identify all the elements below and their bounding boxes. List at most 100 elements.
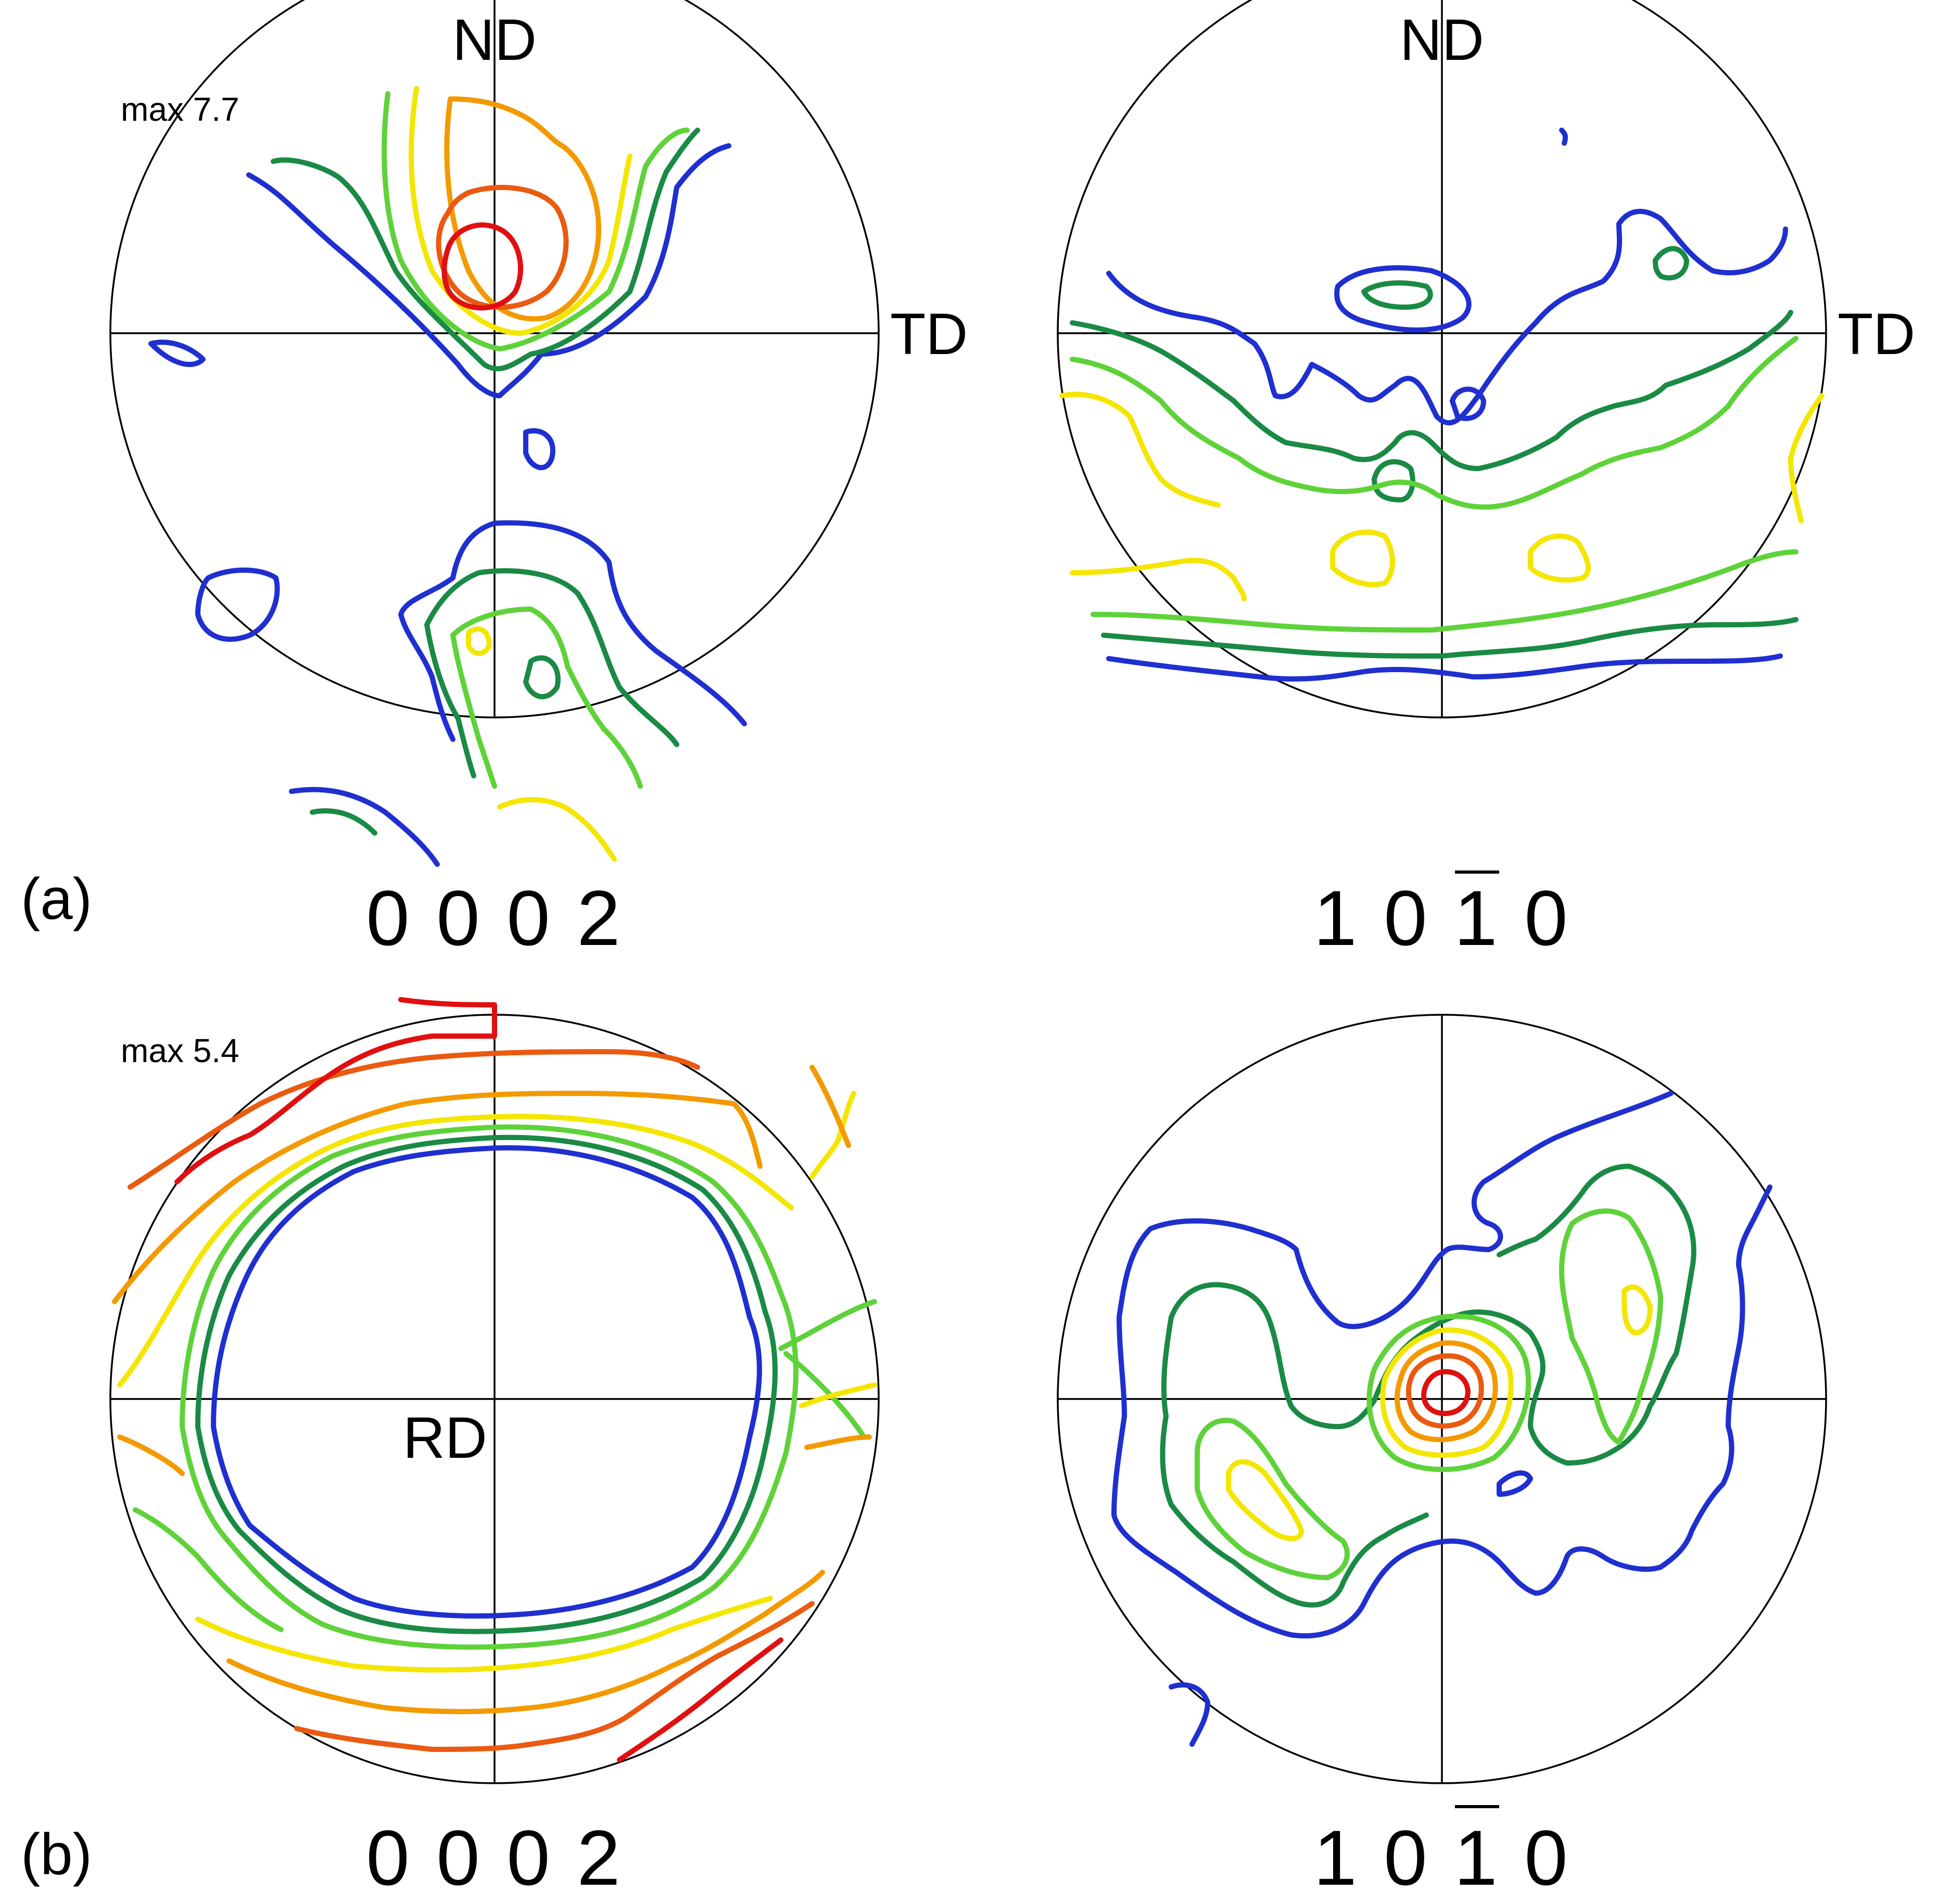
contour-level-6 bbox=[294, 1601, 815, 1752]
contour-level-4 bbox=[799, 1382, 877, 1408]
contour-level-1 bbox=[1334, 265, 1472, 333]
index-digit: 1 bbox=[1454, 874, 1497, 962]
contour-level-4 bbox=[195, 1596, 773, 1673]
contour-level-4 bbox=[1380, 1327, 1514, 1458]
top-axis-label: ND bbox=[452, 7, 537, 72]
contour-level-2 bbox=[271, 128, 700, 372]
index-digit: 0 bbox=[436, 1814, 479, 1901]
index-digit: 0 bbox=[436, 874, 479, 962]
top-axis-label: ND bbox=[1400, 7, 1484, 72]
contour-level-3 bbox=[783, 1351, 867, 1440]
contour-level-2 bbox=[1653, 246, 1689, 281]
index-digit: 0 bbox=[1524, 1814, 1567, 1901]
contour-level-2 bbox=[1070, 310, 1793, 471]
contour-level-3 bbox=[180, 1124, 799, 1650]
pole-figure-b-0002: RD max 5.4 0 0 0 2 bbox=[109, 997, 880, 1901]
right-axis-label: TD bbox=[890, 301, 968, 367]
panel-label-b: (b) bbox=[21, 1822, 92, 1887]
contour-level-4 bbox=[466, 626, 492, 656]
pole-figure-b-10-10: 1 0 1 0 bbox=[1057, 1014, 1827, 1901]
pole-index-label: 0 0 0 2 bbox=[366, 874, 620, 962]
contour-level-4 bbox=[1070, 558, 1247, 601]
pole-index-label: 1 0 1 0 bbox=[1313, 1805, 1568, 1901]
contour-level-3 bbox=[1366, 1314, 1531, 1472]
contour-level-3 bbox=[450, 607, 643, 789]
contour-level-6 bbox=[1405, 1353, 1484, 1429]
contour-level-4 bbox=[1528, 533, 1591, 583]
index-digit: 2 bbox=[577, 874, 620, 962]
contour-level-1 bbox=[1497, 1470, 1533, 1497]
contour-level-4 bbox=[117, 1114, 794, 1388]
contour-level-1 bbox=[1106, 209, 1788, 426]
pole-index-label: 1 0 1 0 bbox=[1313, 871, 1568, 962]
contour-level-1 bbox=[1169, 1682, 1210, 1747]
contour-level-5 bbox=[112, 1091, 763, 1304]
contour-level-1 bbox=[211, 1145, 762, 1619]
contour-level-5 bbox=[444, 96, 601, 322]
contour-level-2 bbox=[523, 655, 561, 700]
index-digit: 0 bbox=[1384, 874, 1427, 962]
contour-level-2 bbox=[195, 1134, 778, 1634]
panel-label-a: (a) bbox=[21, 866, 92, 931]
contour-level-4 bbox=[1330, 529, 1395, 587]
index-digit: 1 bbox=[1313, 874, 1357, 962]
contour-level-4 bbox=[1059, 392, 1221, 508]
pole-figure-a-10-10: ND TD 1 0 1 0 bbox=[1057, 0, 1915, 962]
contour-level-5 bbox=[226, 1570, 825, 1714]
contour-level-1 bbox=[1559, 128, 1568, 146]
contour-level-5 bbox=[1395, 1340, 1498, 1442]
index-digit: 0 bbox=[506, 874, 550, 962]
contour-level-3 bbox=[450, 633, 497, 789]
contour-level-3 bbox=[1070, 336, 1798, 510]
contour-level-4 bbox=[1226, 1459, 1304, 1541]
contour-level-7 bbox=[617, 1637, 783, 1762]
contour-level-1 bbox=[1106, 653, 1783, 682]
contour-level-1 bbox=[246, 143, 731, 398]
contour-level-2 bbox=[310, 808, 377, 836]
contour-level-2 bbox=[424, 622, 476, 778]
contour-level-7 bbox=[1421, 1369, 1471, 1416]
contour-level-3 bbox=[1559, 1208, 1663, 1445]
contour-level-5 bbox=[804, 1434, 872, 1450]
contour-level-1 bbox=[148, 339, 206, 367]
contour-level-7 bbox=[174, 997, 497, 1184]
right-axis-label: TD bbox=[1838, 301, 1915, 367]
contour-level-3 bbox=[1091, 549, 1798, 633]
index-digit: 0 bbox=[1384, 1814, 1427, 1901]
contour-level-2 bbox=[1160, 1414, 1429, 1608]
contour-level-4 bbox=[497, 797, 617, 862]
contour-level-1 bbox=[1111, 1091, 1772, 1638]
contour-level-5 bbox=[117, 1434, 185, 1476]
index-digit: 0 bbox=[1524, 874, 1567, 962]
contour-level-2 bbox=[1101, 617, 1798, 659]
index-digit: 0 bbox=[366, 874, 409, 962]
index-digit: 0 bbox=[366, 1814, 409, 1901]
pole-index-label: 0 0 0 2 bbox=[366, 1814, 620, 1901]
index-digit: 1 bbox=[1454, 1814, 1497, 1901]
index-digit: 2 bbox=[577, 1814, 620, 1901]
contour-level-5 bbox=[809, 1065, 851, 1148]
max-intensity-label: max 7.7 bbox=[121, 91, 239, 128]
contour-level-1 bbox=[523, 428, 555, 471]
contour-level-3 bbox=[778, 1299, 877, 1351]
contour-level-1 bbox=[1450, 386, 1486, 421]
contour-level-1 bbox=[195, 568, 280, 642]
center-axis-label: RD bbox=[403, 1405, 487, 1470]
contour-level-3 bbox=[1194, 1418, 1350, 1580]
pole-figure-a-0002: ND TD max 7.7 0 0 0 2 bbox=[109, 0, 968, 962]
contour-level-4 bbox=[1622, 1284, 1653, 1335]
index-digit: 1 bbox=[1313, 1814, 1357, 1901]
contour-level-6 bbox=[128, 1049, 700, 1190]
contour-level-4 bbox=[809, 1091, 856, 1179]
index-digit: 0 bbox=[506, 1814, 550, 1901]
contour-level-3 bbox=[133, 1507, 284, 1632]
contour-level-2 bbox=[424, 568, 679, 747]
contour-level-2 bbox=[1372, 459, 1415, 502]
contour-level-1 bbox=[289, 787, 440, 867]
max-intensity-label: max 5.4 bbox=[121, 1032, 239, 1069]
contour-level-6 bbox=[436, 185, 569, 310]
contour-level-3 bbox=[382, 91, 690, 351]
contour-level-2 bbox=[1161, 1164, 1696, 1466]
contour-level-1 bbox=[492, 520, 747, 726]
